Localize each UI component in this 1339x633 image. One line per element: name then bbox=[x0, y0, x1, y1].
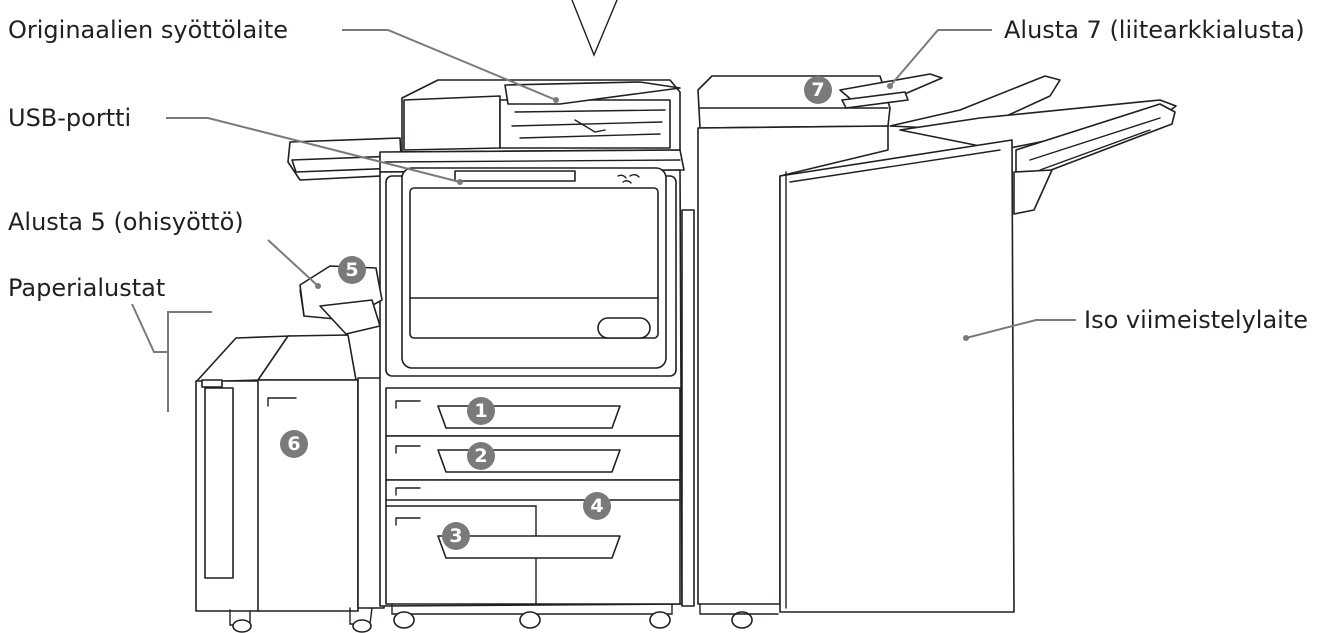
high-capacity-feeder bbox=[196, 335, 384, 632]
leader-paper-trays bbox=[132, 304, 168, 412]
label-tray7: Alusta 7 (liitearkkialusta) bbox=[1004, 18, 1305, 42]
svg-text:6: 6 bbox=[287, 433, 300, 455]
badge-1: 1 bbox=[467, 397, 495, 425]
top-arrow bbox=[572, 0, 617, 55]
svg-text:7: 7 bbox=[811, 79, 824, 101]
leader-paper-trays-top bbox=[168, 312, 212, 352]
label-usb-port: USB-portti bbox=[8, 106, 131, 130]
badge-6: 6 bbox=[280, 430, 308, 458]
svg-text:2: 2 bbox=[474, 445, 487, 467]
finisher-unit bbox=[698, 74, 1176, 628]
label-tray5: Alusta 5 (ohisyöttö) bbox=[8, 210, 244, 234]
leader-tray5 bbox=[268, 240, 318, 286]
label-paper-trays: Paperialustat bbox=[8, 276, 165, 300]
svg-text:5: 5 bbox=[345, 259, 358, 281]
badge-2: 2 bbox=[467, 442, 495, 470]
badge-3: 3 bbox=[442, 522, 470, 550]
svg-text:3: 3 bbox=[449, 525, 462, 547]
badge-5: 5 bbox=[338, 256, 366, 284]
svg-text:1: 1 bbox=[474, 400, 487, 422]
svg-text:4: 4 bbox=[590, 495, 603, 517]
badge-4: 4 bbox=[583, 492, 611, 520]
label-document-feeder: Originaalien syöttölaite bbox=[8, 18, 288, 42]
badge-7: 7 bbox=[804, 76, 832, 104]
label-finisher: Iso viimeistelylaite bbox=[1084, 308, 1308, 332]
